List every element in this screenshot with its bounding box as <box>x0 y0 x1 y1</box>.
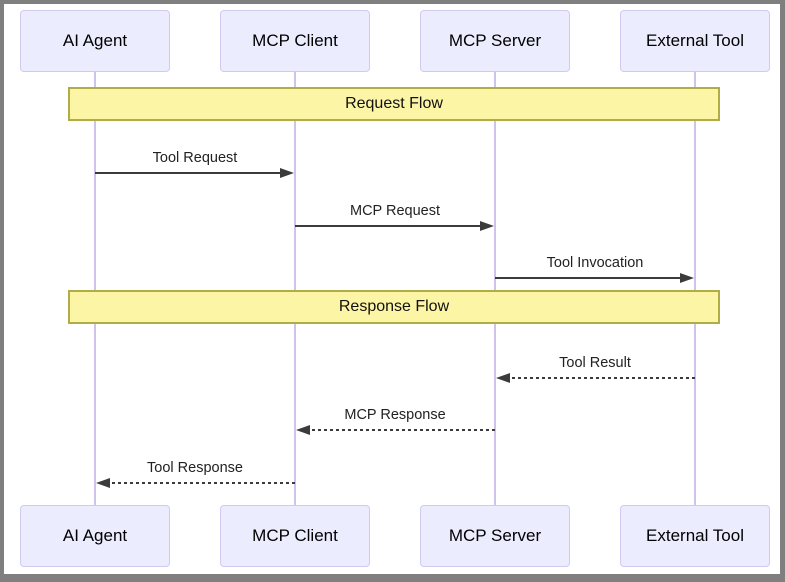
actor-bottom-ai-agent: AI Agent <box>20 505 170 567</box>
actor-label: MCP Client <box>252 526 338 545</box>
message-label-tool-invocation: Tool Invocation <box>546 255 644 271</box>
actor-top-mcp-server: MCP Server <box>420 10 570 72</box>
banner-label: Response Flow <box>338 298 450 315</box>
message-label-tool-result: Tool Result <box>559 355 631 371</box>
message-label-tool-request: Tool Request <box>152 150 238 166</box>
banner-request-flow: Request Flow <box>68 87 720 121</box>
arrowhead-icon <box>296 425 310 435</box>
message-tool-invocation <box>495 273 694 283</box>
arrowhead-icon <box>480 221 494 231</box>
banner-label: Request Flow <box>345 95 443 112</box>
actor-bottom-mcp-server: MCP Server <box>420 505 570 567</box>
actor-label: External Tool <box>646 526 744 545</box>
actor-label: External Tool <box>646 31 744 50</box>
arrowhead-icon <box>280 168 294 178</box>
actor-top-ai-agent: AI Agent <box>20 10 170 72</box>
arrowhead-icon <box>680 273 694 283</box>
arrowhead-icon <box>496 373 510 383</box>
actor-label: AI Agent <box>62 31 128 50</box>
message-mcp-response <box>296 425 495 435</box>
message-label-mcp-response: MCP Response <box>344 407 446 423</box>
actor-bottom-external-tool: External Tool <box>620 505 770 567</box>
actor-label: AI Agent <box>62 526 128 545</box>
message-tool-result <box>496 373 695 383</box>
actor-label: MCP Server <box>448 526 542 545</box>
message-tool-response <box>96 478 295 488</box>
actor-bottom-mcp-client: MCP Client <box>220 505 370 567</box>
actor-label: MCP Server <box>448 31 542 50</box>
actor-label: MCP Client <box>252 31 338 50</box>
message-label-mcp-request: MCP Request <box>350 203 440 219</box>
banner-response-flow: Response Flow <box>68 290 720 324</box>
message-mcp-request <box>295 221 494 231</box>
actor-top-external-tool: External Tool <box>620 10 770 72</box>
actor-top-mcp-client: MCP Client <box>220 10 370 72</box>
message-tool-request <box>95 168 294 178</box>
arrowhead-icon <box>96 478 110 488</box>
diagram-lines-layer <box>94 72 696 505</box>
message-label-tool-response: Tool Response <box>147 460 243 476</box>
